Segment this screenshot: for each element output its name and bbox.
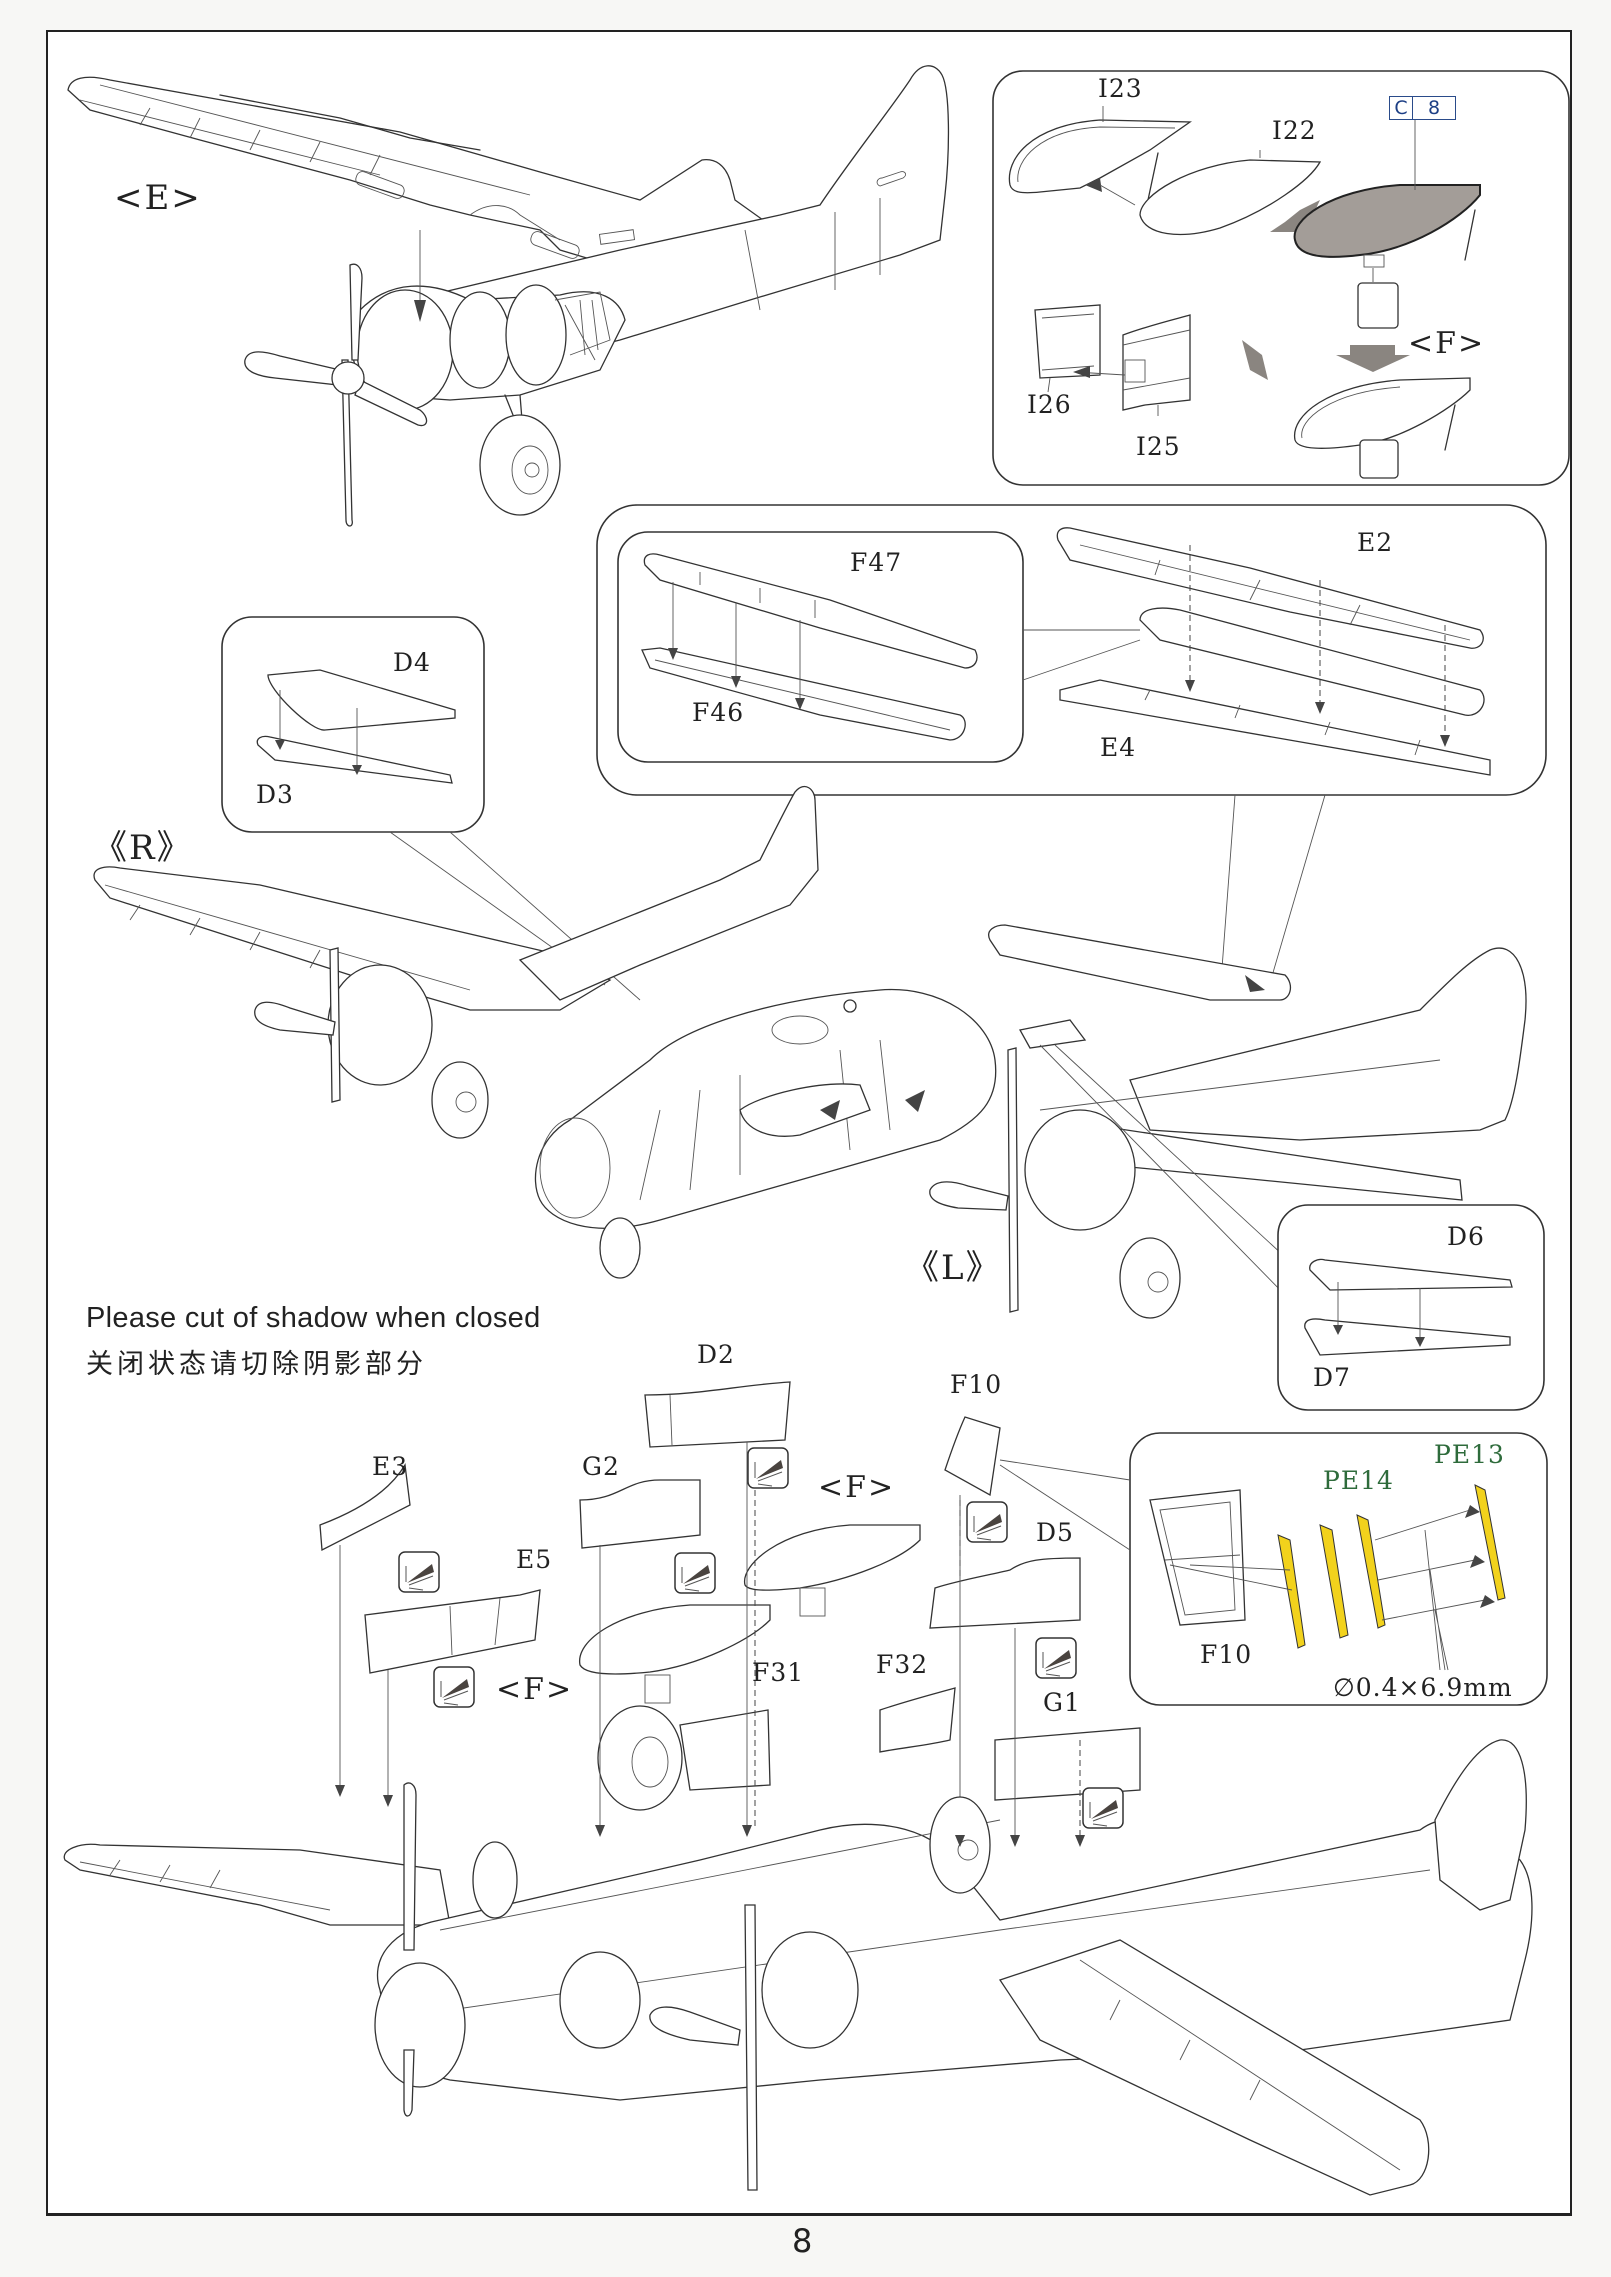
part-label-f47: F47: [850, 548, 903, 577]
left-flap-inset: [1277, 1204, 1545, 1411]
part-label-g2: G2: [582, 1452, 620, 1481]
part-label-e2: E2: [1357, 528, 1394, 557]
canopy-inset: [992, 70, 1570, 486]
photo-etch-inset: [999, 1432, 1548, 1706]
cut-shadow-icon: [674, 1552, 716, 1594]
part-label-i26: I26: [1027, 390, 1072, 419]
part-label-f31: F31: [752, 1658, 805, 1687]
pe-inset-label-f10: F10: [1200, 1640, 1253, 1669]
part-label-d5: D5: [1036, 1518, 1074, 1547]
part-label-d2: D2: [697, 1340, 735, 1369]
cut-shadow-icon: [966, 1501, 1008, 1543]
cut-shadow-icon: [747, 1447, 789, 1489]
pe-label-pe13: PE13: [1434, 1440, 1505, 1469]
part-label-f46: F46: [692, 698, 745, 727]
assembly-label-f-upper: <F>: [818, 1470, 896, 1505]
side-label-left: 《L》: [905, 1248, 1002, 1288]
part-label-e5: E5: [516, 1545, 553, 1574]
cut-shadow-icon: [433, 1666, 475, 1708]
color-code-number: 8: [1427, 97, 1441, 119]
part-label-d6: D6: [1447, 1222, 1485, 1251]
shadow-note-chinese: 关闭状态请切除阴影部分: [86, 1349, 427, 1380]
bottom-parts-exploded: [319, 1381, 1141, 1840]
right-flap-inset: [221, 616, 485, 833]
cut-shadow-icon: [1082, 1787, 1124, 1829]
top-aircraft-drawing: [67, 65, 950, 527]
part-label-e4: E4: [1100, 733, 1137, 762]
part-label-d4: D4: [393, 648, 431, 677]
part-label-i23: I23: [1098, 74, 1143, 103]
assembly-label-f-result: <F>: [1408, 326, 1486, 361]
part-label-f10: F10: [950, 1370, 1003, 1399]
part-label-i22: I22: [1272, 116, 1317, 145]
assembly-label-f-lower: <F>: [496, 1672, 574, 1707]
assembly-label-e: <E>: [114, 178, 202, 218]
part-label-d7: D7: [1313, 1363, 1351, 1392]
rod-dimension-label: ∅0.4×6.9mm: [1333, 1673, 1513, 1702]
bottom-aircraft-drawing: [63, 1739, 1533, 2196]
part-label-e3: E3: [372, 1452, 409, 1481]
part-label-i25: I25: [1136, 432, 1181, 461]
middle-aircraft-drawing: [93, 785, 1527, 1319]
color-code-badge: C 8: [1389, 96, 1456, 120]
cut-shadow-icon: [1035, 1637, 1077, 1679]
shadow-note-english: Please cut of shadow when closed: [86, 1302, 541, 1334]
part-label-f32: F32: [876, 1650, 929, 1679]
cut-shadow-icon: [398, 1551, 440, 1593]
part-label-d3: D3: [256, 780, 294, 809]
part-label-g1: G1: [1043, 1688, 1081, 1717]
side-label-right: 《R》: [93, 828, 193, 868]
pe-label-pe14: PE14: [1323, 1466, 1394, 1495]
flap-inset-large: [596, 504, 1547, 796]
color-code-letter: C: [1390, 97, 1413, 119]
page-number: 8: [792, 2222, 813, 2260]
